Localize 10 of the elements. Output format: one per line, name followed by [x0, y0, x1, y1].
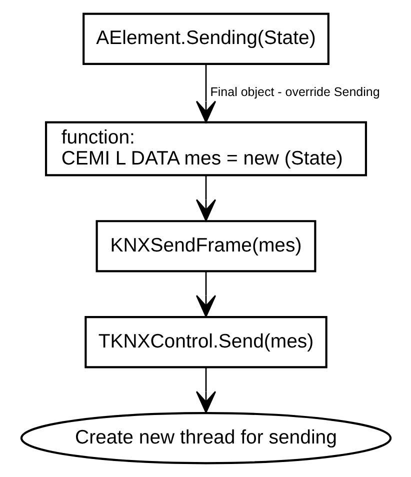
node-ellipse: Create new thread for sending	[20, 412, 392, 464]
arrow	[195, 368, 216, 414]
node-box: AElement.Sending(State)	[82, 12, 329, 65]
edge-label: Final object - override Sending	[210, 85, 380, 100]
node-box: function: CEMI L DATA mes = new (State)	[44, 121, 367, 176]
node-box: KNXSendFrame(mes)	[95, 220, 316, 272]
arrow	[195, 176, 216, 222]
arrow	[195, 272, 216, 318]
node-box: TKNXControl.Send(mes)	[84, 316, 327, 368]
arrow	[195, 64, 216, 123]
